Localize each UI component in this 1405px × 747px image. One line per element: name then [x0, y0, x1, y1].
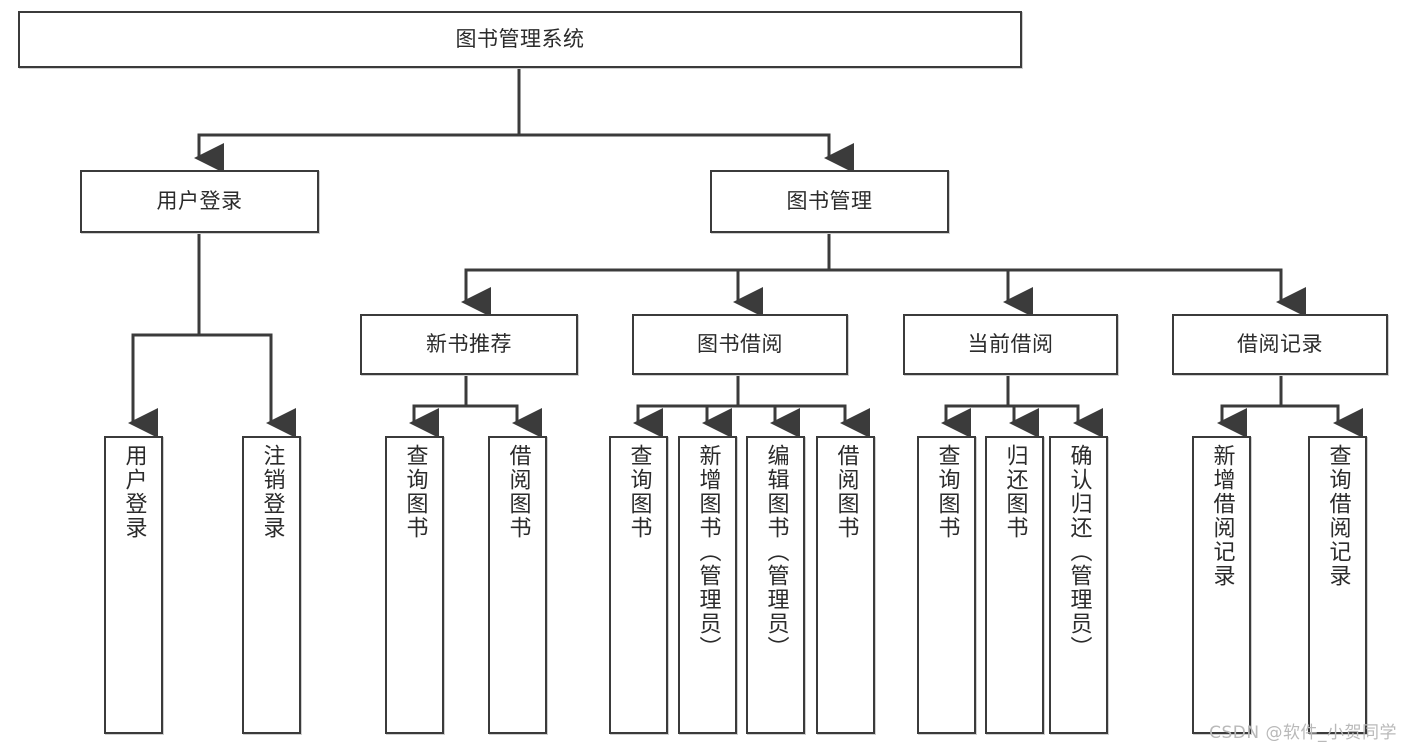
- node-new-book-recommend[interactable]: 新书推荐: [360, 314, 578, 375]
- leaf-borrow-record-add[interactable]: 新增借阅记录: [1192, 436, 1251, 734]
- node-current-borrow[interactable]: 当前借阅: [903, 314, 1118, 375]
- node-label: 编辑图书（管理员）: [763, 444, 789, 660]
- node-book-borrow[interactable]: 图书借阅: [632, 314, 848, 375]
- node-label: 新增借阅记录: [1209, 444, 1235, 588]
- node-label: 图书管理系统: [455, 27, 585, 52]
- node-label: 查询图书: [402, 444, 428, 540]
- leaf-user-login-login[interactable]: 用户登录: [104, 436, 163, 734]
- node-borrow-record[interactable]: 借阅记录: [1172, 314, 1388, 375]
- leaf-current-borrow-return[interactable]: 归还图书: [985, 436, 1044, 734]
- leaf-borrow-record-query[interactable]: 查询借阅记录: [1308, 436, 1367, 734]
- node-label: 借阅记录: [1237, 332, 1323, 357]
- node-label: 图书借阅: [697, 332, 783, 357]
- leaf-new-book-query[interactable]: 查询图书: [385, 436, 444, 734]
- node-root-system[interactable]: 图书管理系统: [18, 11, 1022, 68]
- leaf-current-borrow-query[interactable]: 查询图书: [917, 436, 976, 734]
- leaf-book-borrow-edit[interactable]: 编辑图书（管理员）: [746, 436, 805, 734]
- node-label: 当前借阅: [967, 332, 1054, 357]
- node-label: 新增图书（管理员）: [695, 444, 721, 660]
- leaf-current-borrow-confirm-return[interactable]: 确认归还（管理员）: [1049, 436, 1108, 734]
- node-label: 查询图书: [934, 444, 960, 540]
- node-label: 借阅图书: [505, 444, 531, 540]
- leaf-book-borrow-query[interactable]: 查询图书: [609, 436, 668, 734]
- node-label: 用户登录: [121, 444, 147, 540]
- node-label: 确认归还（管理员）: [1066, 444, 1092, 660]
- leaf-book-borrow-add[interactable]: 新增图书（管理员）: [678, 436, 737, 734]
- node-label: 用户登录: [156, 189, 243, 214]
- leaf-book-borrow-borrow[interactable]: 借阅图书: [816, 436, 875, 734]
- leaf-new-book-borrow[interactable]: 借阅图书: [488, 436, 547, 734]
- node-label: 图书管理: [786, 189, 873, 214]
- node-label: 新书推荐: [426, 332, 512, 357]
- node-label: 查询借阅记录: [1325, 444, 1351, 588]
- csdn-watermark: CSDN @软件_小贺同学: [1209, 723, 1397, 743]
- node-label: 归还图书: [1002, 444, 1028, 540]
- node-user-login[interactable]: 用户登录: [80, 170, 319, 233]
- node-label: 借阅图书: [833, 444, 859, 540]
- node-label: 查询图书: [626, 444, 652, 540]
- node-book-management[interactable]: 图书管理: [710, 170, 949, 233]
- node-label: 注销登录: [259, 444, 285, 540]
- leaf-user-login-logout[interactable]: 注销登录: [242, 436, 301, 734]
